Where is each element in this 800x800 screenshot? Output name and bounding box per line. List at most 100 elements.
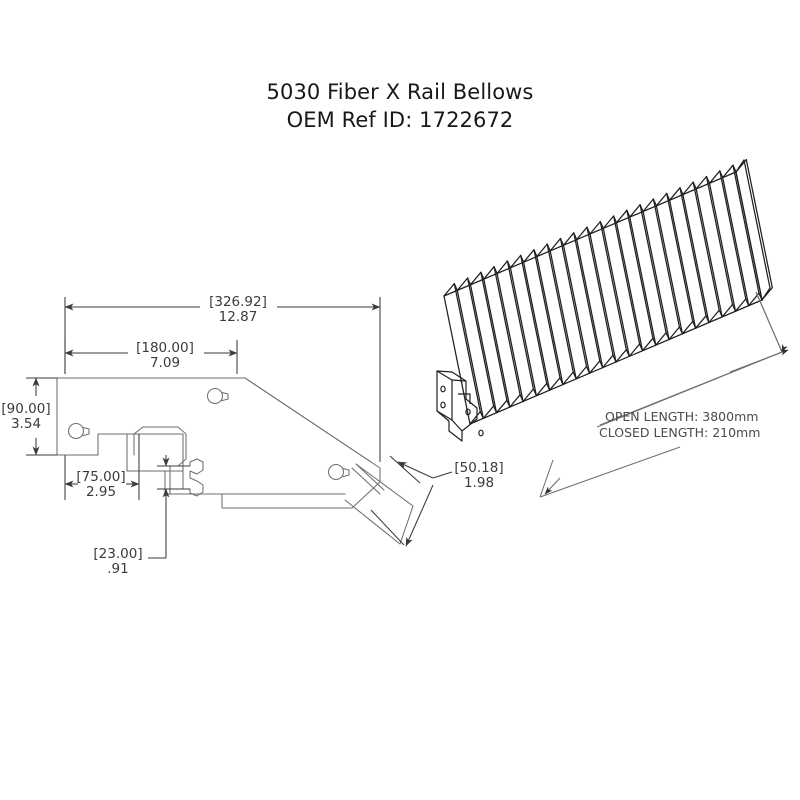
profile-channel-block xyxy=(133,426,187,495)
pleat-crest-line xyxy=(626,209,654,339)
pleat-valley-line xyxy=(695,188,723,318)
pleat-valley-line xyxy=(682,193,710,324)
pleat-back-rise xyxy=(589,220,601,235)
dim-75-metric: [75.00] xyxy=(76,469,125,485)
end-plate-bracket xyxy=(458,393,471,404)
pleat-valley-line xyxy=(562,244,591,374)
end-plate-outline xyxy=(436,370,478,442)
pleat-back-fall xyxy=(493,266,498,275)
pleat-front-rise xyxy=(562,371,574,386)
pleat-crest-line xyxy=(639,204,667,334)
pleat-back-fall xyxy=(666,192,671,201)
pleat-back-rise xyxy=(602,215,615,230)
pleat-front-rise xyxy=(509,394,521,408)
pleat-crest-line xyxy=(612,215,641,345)
pleat-front-rise xyxy=(482,405,495,420)
pleat-crest-line xyxy=(586,226,614,356)
iso-note-leader-group xyxy=(539,291,789,498)
pleat-front-rise xyxy=(694,315,707,329)
dimension-slot-gap xyxy=(148,455,190,559)
pleat-crest-line xyxy=(520,254,548,385)
pleat-back-fall xyxy=(719,170,724,179)
pleat-front-rise xyxy=(588,360,601,374)
pleat-back-fall xyxy=(692,181,697,190)
dimension-step-width xyxy=(64,434,140,500)
drawing-title: 5030 Fiber X Rail Bellows xyxy=(266,80,534,104)
dimension-flange-length xyxy=(64,340,238,374)
pleat-front-rise xyxy=(575,365,588,380)
dim-leader-tip-shoulder xyxy=(432,471,453,479)
drawing-oem-ref: OEM Ref ID: 1722672 xyxy=(286,108,514,133)
pleat-back-rise xyxy=(496,260,509,275)
pleat-back-rise xyxy=(536,243,548,258)
dim-50-imperial: 1.98 xyxy=(464,475,494,491)
leader-open-upper xyxy=(755,291,783,353)
pleat-valley-line xyxy=(456,289,484,420)
pleat-back-fall xyxy=(453,282,458,292)
pleat-valley-line xyxy=(443,295,471,425)
ext-line-tip-a xyxy=(389,455,421,484)
bellows-far-end-cap xyxy=(735,171,763,301)
pleat-front-rise xyxy=(655,332,667,346)
bellows-end-plate xyxy=(436,370,484,442)
pleat-crest-line xyxy=(573,232,601,362)
bellows-front-bottom-edge xyxy=(469,299,763,425)
pleat-back-rise xyxy=(695,175,708,190)
pleat-valley-line xyxy=(722,176,750,307)
pleat-back-fall xyxy=(652,198,658,207)
rail-profile-outline xyxy=(56,377,414,545)
pleat-valley-line xyxy=(496,272,524,403)
front-view-group: [326.92] 12.87 [180.00] 7.09 [90.00] 3.5… xyxy=(1,294,503,577)
pleat-valley-line xyxy=(668,199,697,329)
pleat-crest-line xyxy=(493,266,521,396)
pleat-back-rise xyxy=(562,232,575,246)
note-closed-length: CLOSED LENGTH: 210mm xyxy=(599,425,760,440)
pleat-front-rise xyxy=(469,410,481,425)
pleat-crest-line xyxy=(692,181,720,311)
pleat-back-fall xyxy=(599,220,604,230)
pleat-back-fall xyxy=(466,277,472,286)
pleat-back-fall xyxy=(705,175,711,184)
pleat-back-rise xyxy=(642,198,655,213)
pleat-valley-line xyxy=(536,255,564,386)
dim-326-metric: [326.92] xyxy=(209,294,267,310)
end-plate-top-edge xyxy=(451,379,467,382)
pleat-valley-line xyxy=(549,250,577,380)
pleat-front-rise xyxy=(734,298,747,312)
dim-90-metric: [90.00] xyxy=(1,401,50,417)
pleat-back-rise xyxy=(629,204,641,218)
pleat-back-rise xyxy=(576,226,588,241)
pleat-crest-line xyxy=(666,192,694,323)
pleat-valley-line xyxy=(615,222,644,352)
end-plate-hole-4 xyxy=(478,429,484,437)
pleat-crest-line xyxy=(546,243,574,373)
dim-line-tip-upper xyxy=(397,461,434,479)
pleat-front-rise xyxy=(668,326,681,341)
pleat-crest-line xyxy=(705,175,734,306)
bellows-far-end-front xyxy=(761,287,771,301)
leader-closed-lower xyxy=(539,446,681,498)
pleat-back-fall xyxy=(533,249,538,258)
pleat-valley-line xyxy=(589,233,617,363)
pleat-back-fall xyxy=(612,215,618,224)
pleat-crest-line xyxy=(453,282,481,413)
bellows-far-end-back xyxy=(735,159,745,173)
end-plate-hole-1 xyxy=(440,385,446,393)
pleat-valley-line xyxy=(655,205,684,335)
pleat-valley-line xyxy=(708,182,737,312)
pleat-front-rise xyxy=(641,337,654,352)
pleat-front-rise xyxy=(721,303,734,318)
profile-tip-cap-line-a xyxy=(351,467,381,495)
dim-23-imperial: .91 xyxy=(107,561,128,577)
pleat-back-fall xyxy=(639,204,644,213)
pleat-crest-line xyxy=(745,158,773,289)
title-block: 5030 Fiber X Rail Bellows OEM Ref ID: 17… xyxy=(0,78,800,135)
pleat-back-fall xyxy=(573,232,578,241)
pleat-back-fall xyxy=(546,243,551,252)
pleat-back-fall xyxy=(559,237,565,246)
pleat-back-fall xyxy=(506,260,512,269)
pleat-back-rise xyxy=(655,192,668,207)
pleat-crest-line xyxy=(679,187,707,317)
bellows-back-top-edge xyxy=(443,171,737,297)
pleat-back-fall xyxy=(586,226,591,235)
